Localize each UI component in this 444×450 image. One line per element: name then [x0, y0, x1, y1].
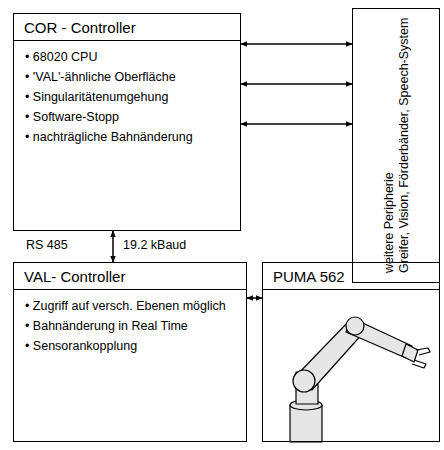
link-arrow — [247, 297, 262, 299]
rotated-text-block: weitere PeripherieGreifer, Vision, Förde… — [382, 10, 412, 279]
box-body: Greifer, Vision, Förderbänder, Speech-Sy… — [397, 10, 412, 279]
bullet-item: • Sensorankopplung — [14, 339, 246, 354]
robot-wrist — [402, 344, 418, 362]
bullet-item: • 68020 CPU — [14, 50, 240, 65]
link-arrow — [241, 83, 352, 85]
baud-rate-label: 19.2 kBaud — [121, 238, 188, 252]
bullet-item: • Software-Stopp — [14, 110, 240, 125]
box-heading: VAL- Controller — [14, 263, 246, 290]
box-heading: PUMA 562 — [263, 263, 439, 290]
box-heading: weitere Peripherie — [382, 10, 397, 279]
link-arrow — [241, 43, 352, 45]
robot-elbow — [346, 317, 364, 335]
bullet-list: • Zugriff auf versch. Ebenen möglich • Ba… — [14, 290, 246, 354]
interface-label: RS 485 — [24, 238, 70, 252]
controller-box: PUMA 562 — [262, 262, 440, 442]
bullet-item: • nachträgliche Bahnänderung — [14, 130, 240, 145]
bullet-item: • Zugriff auf versch. Ebenen möglich — [14, 299, 246, 314]
bullet-item: • 'VAL'-ähnliche Oberfläche — [14, 70, 240, 85]
bullet-item: • Singularitätenumgehung — [14, 90, 240, 105]
link-arrow — [241, 123, 352, 125]
robot-shoulder — [293, 370, 315, 392]
bullet-list: • 68020 CPU • 'VAL'-ähnliche Oberfläche • … — [14, 41, 240, 145]
robot-gripper — [412, 348, 430, 368]
controller-box: VAL- Controller• Zugriff auf versch. Ebe… — [13, 262, 247, 442]
box-heading: COR - Controller — [14, 14, 240, 41]
robot-forearm — [346, 318, 412, 358]
bullet-item: • Bahnänderung in Real Time — [14, 319, 246, 334]
peripheral-box: weitere PeripherieGreifer, Vision, Förde… — [352, 8, 440, 283]
link-arrow — [112, 231, 114, 262]
controller-box: COR - Controller • 68020 CPU • 'VAL'-ähnli… — [13, 13, 241, 231]
